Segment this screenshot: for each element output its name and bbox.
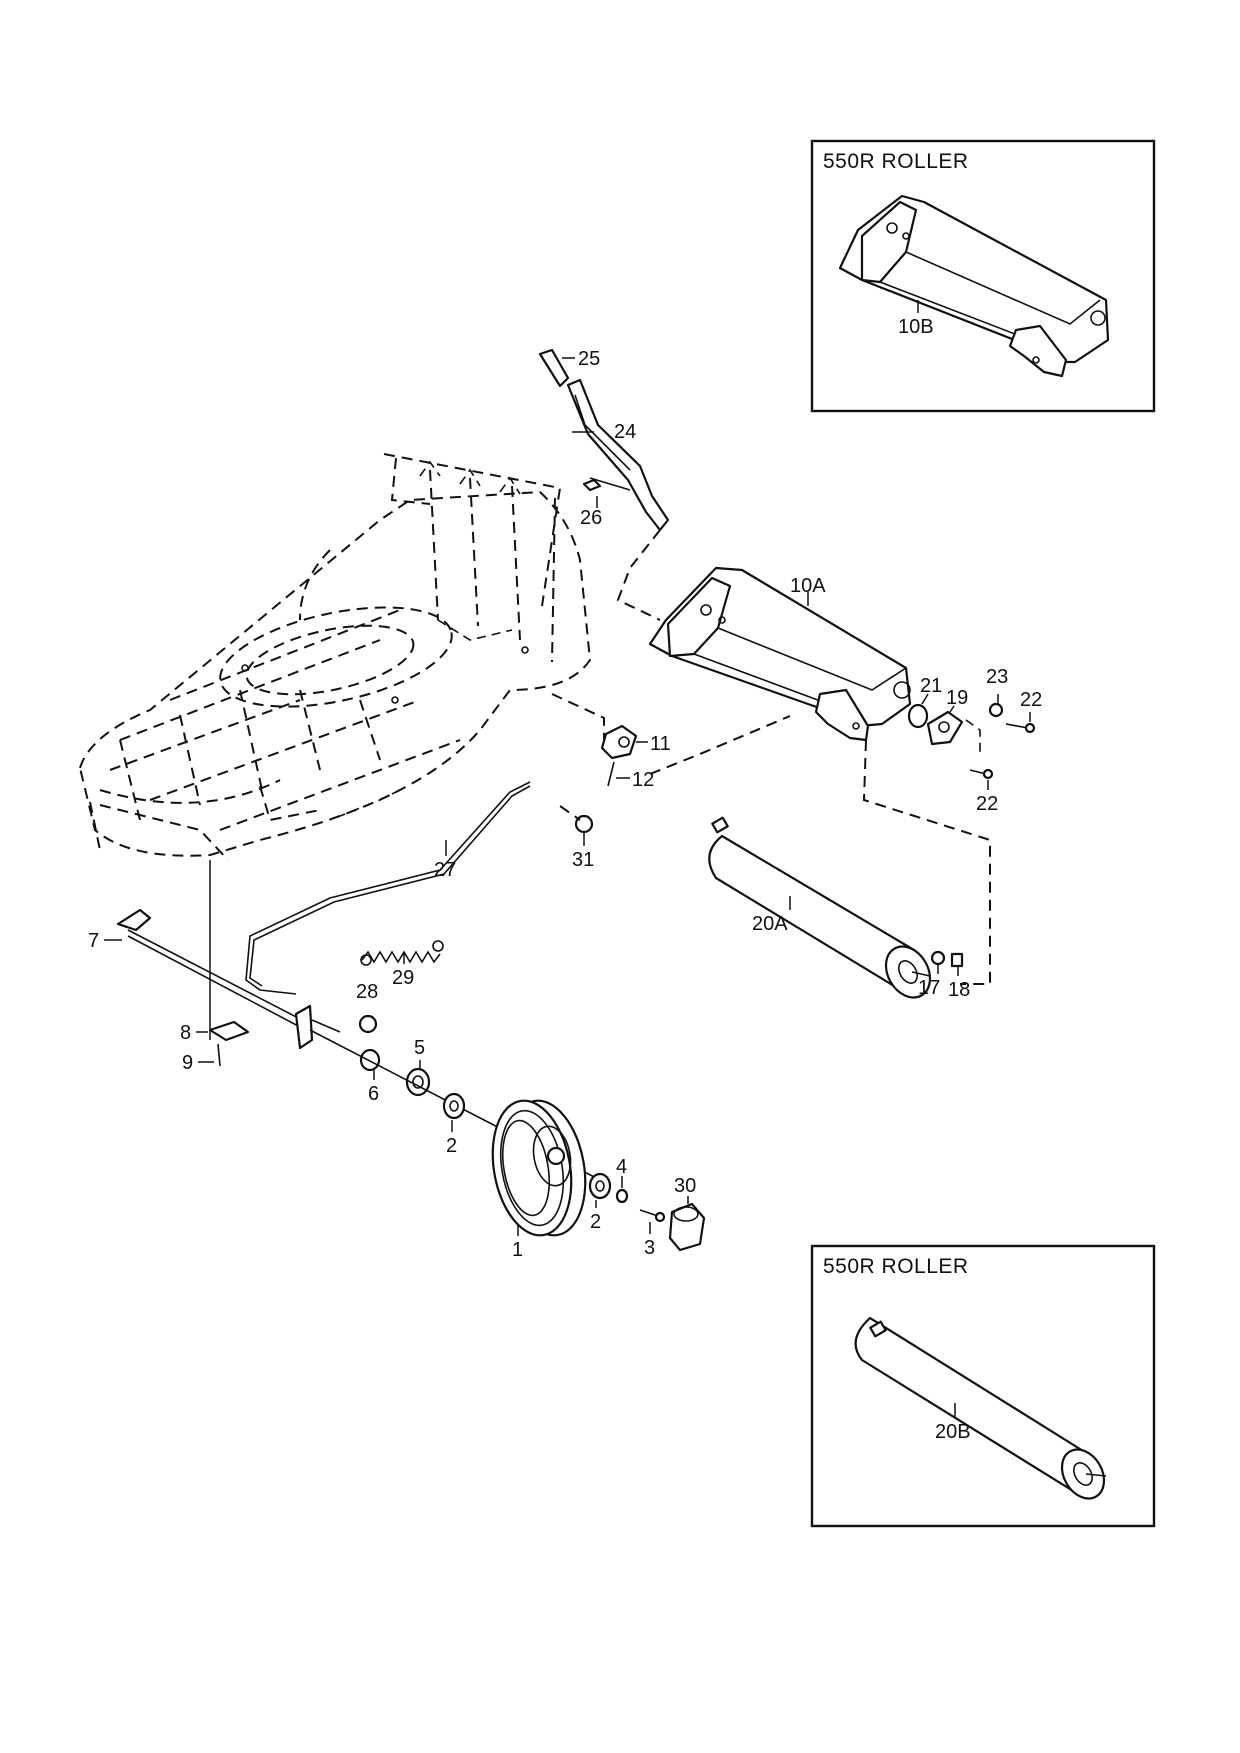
callout-12: 12 [632, 769, 654, 791]
callout-21: 21 [920, 675, 942, 697]
callout-1: 1 [512, 1239, 523, 1261]
inset-frame-top [810, 139, 1156, 413]
callout-3: 3 [644, 1237, 655, 1259]
callout-22-upper: 22 [1020, 689, 1042, 711]
inset-roller-20b: 550R ROLLER 20B [810, 1244, 1156, 1528]
axle-assembly [104, 781, 601, 1181]
callout-28: 28 [356, 981, 378, 1003]
callout-19: 19 [946, 687, 968, 709]
bracket-10b-drawing [838, 194, 1110, 378]
callout-31: 31 [572, 849, 594, 871]
roller-20b-drawing [854, 1316, 1107, 1500]
callout-30: 30 [674, 1175, 696, 1197]
callout-24: 24 [614, 421, 636, 443]
inset-title-top: 550R ROLLER [823, 150, 969, 173]
callout-26: 26 [580, 507, 602, 529]
callout-29: 29 [392, 967, 414, 989]
wheel-1 [491, 1099, 706, 1252]
assembly-guide-lines [209, 529, 991, 1040]
roller-bracket-10a [648, 566, 912, 742]
callout-25: 25 [578, 348, 600, 370]
mower-deck-phantom [78, 453, 592, 861]
inset-title-bottom: 550R ROLLER [823, 1255, 969, 1278]
height-adjust-lever [538, 348, 670, 532]
callout-20b: 20B [935, 1421, 971, 1443]
callout-23: 23 [986, 666, 1008, 688]
callout-labels: 25 24 26 10A 21 19 23 22 22 11 12 31 20A… [88, 348, 1042, 1261]
callout-2-lower: 2 [590, 1211, 601, 1233]
callout-22-lower: 22 [976, 793, 998, 815]
callout-4: 4 [616, 1156, 627, 1178]
callout-5: 5 [414, 1037, 425, 1059]
callout-11: 11 [650, 733, 671, 755]
callout-6: 6 [368, 1083, 379, 1105]
roller-20a [708, 816, 932, 999]
inset-frame-bottom [810, 1244, 1156, 1528]
callout-10a: 10A [790, 575, 826, 597]
callout-2-upper: 2 [446, 1135, 457, 1157]
callout-7: 7 [88, 930, 99, 952]
bracket-hardware [574, 693, 1036, 976]
callout-8: 8 [180, 1022, 191, 1044]
callout-18: 18 [948, 979, 970, 1001]
callout-9: 9 [182, 1052, 193, 1074]
inset-roller-bracket-10b: 550R ROLLER 10B [810, 139, 1156, 413]
callout-20a: 20A [752, 913, 788, 935]
callout-10b: 10B [898, 316, 934, 338]
callout-27: 27 [434, 859, 456, 881]
callout-17: 17 [918, 977, 940, 999]
